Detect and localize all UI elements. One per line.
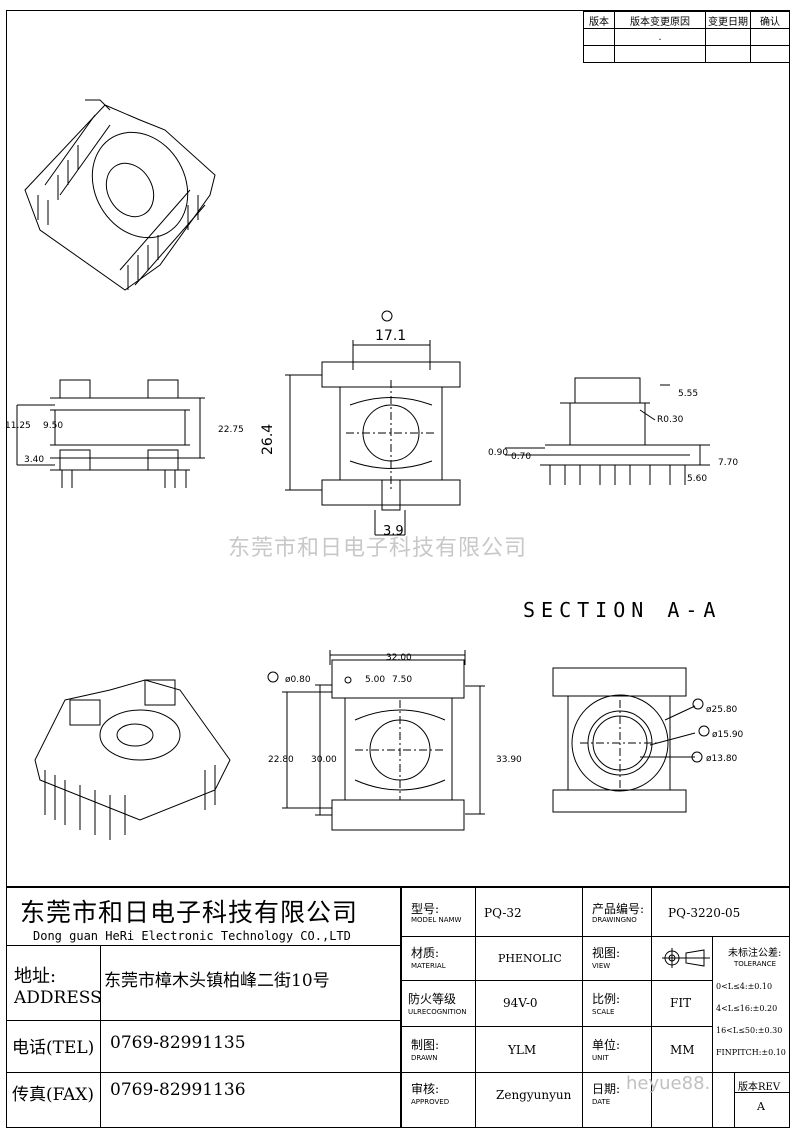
- dim-0-90: 0.90: [488, 448, 508, 458]
- dim-30-00: 30.00: [311, 755, 337, 765]
- section-view-center: [267, 650, 485, 831]
- dim-7-50: 7.50: [392, 675, 412, 685]
- company-name-en: Dong guan HeRi Electronic Technology CO.…: [33, 929, 351, 943]
- section-label: SECTION A-A: [523, 598, 722, 622]
- dim-3-9: 3.9: [383, 524, 404, 539]
- dim-33-90: 33.90: [496, 755, 522, 765]
- front-view-center: [285, 310, 461, 536]
- model-label-en: MODEL NAMW: [411, 916, 462, 924]
- drawn-label-en: DRAWN: [411, 1054, 438, 1062]
- side-view-left: [16, 379, 205, 488]
- drawingno-label: 产品编号:: [592, 902, 645, 916]
- model-label: 型号:: [411, 902, 440, 916]
- material-value: PHENOLIC: [498, 952, 562, 965]
- address-label-en: ADDRESS: [14, 988, 102, 1008]
- drawing-frame: [6, 10, 790, 1128]
- fire-rating-label-en: ULRECOGNITION: [408, 1008, 467, 1016]
- rev-cell: [750, 45, 790, 63]
- dim-32-00: 32.00: [386, 653, 412, 663]
- unit-label: 单位:: [592, 1038, 621, 1052]
- drawn-value: YLM: [508, 1043, 537, 1057]
- fax-label: 传真(FAX): [12, 1085, 94, 1105]
- dim-9-50: 9.50: [43, 421, 63, 431]
- dim-11-25: 11.25: [5, 421, 31, 431]
- site-watermark: heyue88.: [626, 1073, 711, 1094]
- view-label-en: VIEW: [592, 962, 611, 970]
- fire-rating-value: 94V-0: [503, 996, 538, 1010]
- dim-22-80: 22.80: [268, 755, 294, 765]
- side-view-right: [505, 377, 710, 485]
- dim-17-1: 17.1: [375, 328, 406, 344]
- company-watermark: 东莞市和日电子科技有限公司: [228, 536, 528, 561]
- unit-value: MM: [670, 1043, 695, 1057]
- tolerance-row-3: 16<L≤50:±0.30: [716, 1026, 783, 1035]
- dim-r0-30: R0.30: [657, 415, 684, 425]
- tel-label: 电话(TEL): [12, 1038, 95, 1058]
- approved-label: 审核:: [411, 1082, 440, 1096]
- drawingno-label-en: DRAWINGNO: [592, 916, 637, 924]
- dim-5-55: 5.55: [678, 389, 698, 399]
- dim-5-00: 5.00: [365, 675, 385, 685]
- revision-label: 版本REV: [738, 1082, 781, 1093]
- title-block: 东莞市和日电子科技有限公司 Dong guan HeRi Electronic …: [6, 886, 790, 1128]
- dim-o15-90: ø15.90: [712, 730, 744, 740]
- dim-o13-80: ø13.80: [706, 754, 738, 764]
- date-label: 日期:: [592, 1082, 621, 1096]
- address-value: 东莞市樟木头镇柏峰二街10号: [104, 971, 330, 991]
- dim-o0-80: ø0.80: [285, 675, 311, 685]
- revision-value: A: [757, 1100, 765, 1113]
- tolerance-row-4: FINPITCH:±0.10: [716, 1048, 786, 1057]
- tolerance-row-1: 0<L≤4:±0.10: [716, 982, 773, 991]
- tolerance-label: 未标注公差:: [728, 948, 782, 959]
- model-value: PQ-32: [484, 906, 522, 920]
- tel-value: 0769-82991135: [110, 1033, 246, 1053]
- dim-5-60: 5.60: [687, 474, 707, 484]
- material-label-en: MATERIAL: [411, 962, 446, 970]
- technical-drawing: 17.1 26.4 11.25 9.50 3.40 22.75 5.55 R0.…: [5, 99, 744, 840]
- fire-rating-label: 防火等级: [408, 992, 457, 1006]
- dim-0-70: 0.70: [511, 452, 531, 462]
- unit-label-en: UNIT: [592, 1054, 609, 1062]
- address-label: 地址:: [14, 966, 57, 987]
- approved-label-en: APPROVED: [411, 1098, 450, 1106]
- view-label: 视图:: [592, 946, 621, 960]
- projection-symbol-icon: [662, 948, 710, 968]
- scale-label: 比例:: [592, 992, 621, 1006]
- fax-value: 0769-82991136: [110, 1080, 246, 1100]
- dim-o25-80: ø25.80: [706, 705, 738, 715]
- tolerance-label-en: TOLERANCE: [734, 960, 777, 968]
- dim-26-4: 26.4: [260, 424, 276, 455]
- section-view-right: [552, 667, 710, 813]
- date-label-en: DATE: [592, 1098, 611, 1106]
- drawingno-value: PQ-3220-05: [668, 906, 741, 920]
- tolerance-row-2: 4<L≤16:±0.20: [716, 1004, 778, 1013]
- company-name-cn: 东莞市和日电子科技有限公司: [20, 898, 359, 927]
- isometric-view-bottom: [34, 679, 231, 840]
- material-label: 材质:: [411, 946, 440, 960]
- dim-22-75: 22.75: [218, 425, 244, 435]
- drawn-label: 制图:: [411, 1038, 440, 1052]
- isometric-view-top: [24, 99, 216, 291]
- revision-table: 版本 版本变更原因 变更日期 确认 .: [583, 11, 790, 63]
- scale-value: FIT: [670, 996, 692, 1010]
- dim-3-40: 3.40: [24, 455, 44, 465]
- approved-value: Zengyunyun: [496, 1088, 572, 1102]
- dimension-labels: 17.1 26.4 11.25 9.50 3.40 22.75 5.55 R0.…: [5, 328, 744, 765]
- scale-label-en: SCALE: [592, 1008, 615, 1016]
- dim-7-70: 7.70: [718, 458, 738, 468]
